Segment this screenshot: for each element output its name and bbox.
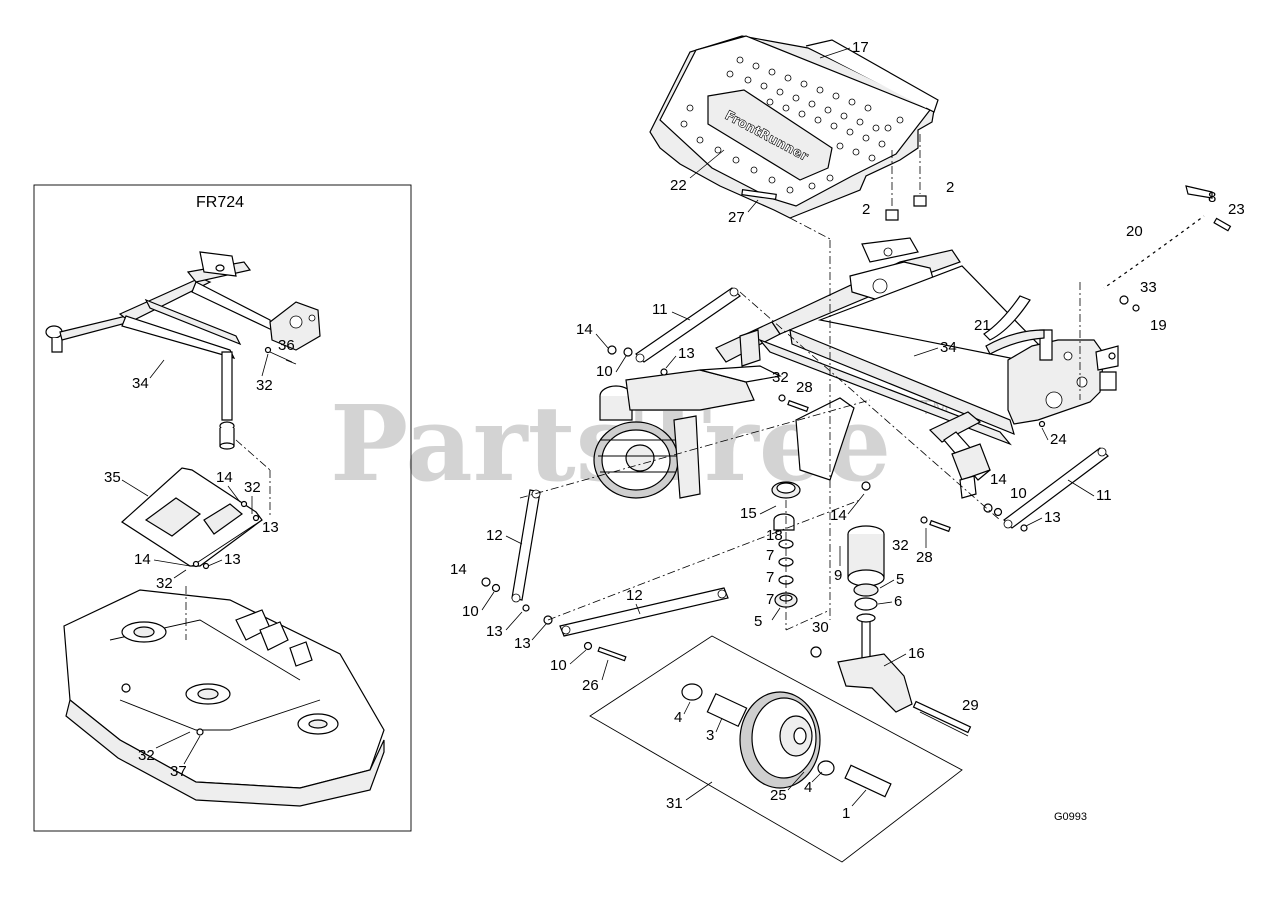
callout-13c: 13 xyxy=(486,623,503,640)
callout-10c: 10 xyxy=(462,603,479,620)
foot-plate-holes xyxy=(680,56,904,194)
left-caster-assembly xyxy=(593,365,871,499)
callout-14a: 14 xyxy=(576,321,593,338)
callout-5b: 5 xyxy=(754,613,762,630)
center-bearing-stack xyxy=(773,500,831,631)
callout-15: 15 xyxy=(740,505,757,522)
callout-25: 25 xyxy=(770,787,787,804)
inset-callout-37: 37 xyxy=(170,763,187,780)
callout-14c: 14 xyxy=(830,507,847,524)
callout-34: 34 xyxy=(940,339,957,356)
callout-30: 30 xyxy=(812,619,829,636)
callout-4b: 4 xyxy=(804,779,812,796)
callout-32a: 32 xyxy=(772,369,789,386)
callout-22: 22 xyxy=(670,177,687,194)
foot-plate: FrontRunner xyxy=(649,35,939,241)
inset-fr724: FR724 xyxy=(33,184,412,832)
inset-title: FR724 xyxy=(196,194,244,211)
callout-7a: 7 xyxy=(766,547,774,564)
right-caster-assembly xyxy=(589,525,972,863)
callout-3: 3 xyxy=(706,727,714,744)
inset-callout-14b: 14 xyxy=(134,551,151,568)
inset-bracket-plate xyxy=(121,439,271,570)
chain-assembly xyxy=(1103,185,1232,312)
inset-callout-35: 35 xyxy=(104,469,121,486)
callout-10d: 10 xyxy=(550,657,567,674)
callout-7b: 7 xyxy=(766,569,774,586)
inset-callout-13b: 13 xyxy=(224,551,241,568)
inset-callout-36: 36 xyxy=(278,337,295,354)
callout-23: 23 xyxy=(1228,201,1245,218)
inset-callout-32b: 32 xyxy=(244,479,261,496)
main-frame xyxy=(715,237,1119,499)
callout-12a: 12 xyxy=(486,527,503,544)
callout-7c: 7 xyxy=(766,591,774,608)
callout-29: 29 xyxy=(962,697,979,714)
callout-31: 31 xyxy=(666,795,683,812)
inset-callout-34: 34 xyxy=(132,375,149,392)
callout-28a: 28 xyxy=(796,379,813,396)
callout-24: 24 xyxy=(1050,431,1067,448)
figure-code: G0993 xyxy=(1054,811,1087,823)
callout-26: 26 xyxy=(582,677,599,694)
callout-4a: 4 xyxy=(674,709,682,726)
callout-32b: 32 xyxy=(892,537,909,554)
callout-19: 19 xyxy=(1150,317,1167,334)
inset-frame xyxy=(33,184,412,832)
inset-front-frame xyxy=(45,251,321,450)
inset-callout-32d: 32 xyxy=(138,747,155,764)
inset-callout-32a: 32 xyxy=(256,377,273,394)
callout-18: 18 xyxy=(766,527,783,544)
callout-13d: 13 xyxy=(514,635,531,652)
callout-20: 20 xyxy=(1126,223,1143,240)
callout-13a: 13 xyxy=(678,345,695,362)
inset-callout-14a: 14 xyxy=(216,469,233,486)
callout-21: 21 xyxy=(974,317,991,334)
callout-14b: 14 xyxy=(990,471,1007,488)
callout-2a: 2 xyxy=(862,201,870,218)
callout-6: 6 xyxy=(894,593,902,610)
callout-2b: 2 xyxy=(946,179,954,196)
linkage-arms xyxy=(481,240,1109,662)
callout-9: 9 xyxy=(834,567,842,584)
callout-11a: 11 xyxy=(652,301,668,318)
pin-27 xyxy=(741,188,777,201)
callout-5a: 5 xyxy=(896,571,904,588)
callout-28b: 28 xyxy=(916,549,933,566)
callout-13b: 13 xyxy=(1044,509,1061,526)
callout-11b: 11 xyxy=(1096,487,1112,504)
callout-12b: 12 xyxy=(626,587,643,604)
inset-callout-13a: 13 xyxy=(262,519,279,536)
inset-mower-deck xyxy=(63,586,385,807)
inset-callout-32c: 32 xyxy=(156,575,173,592)
callout-14d: 14 xyxy=(450,561,467,578)
callout-10b: 10 xyxy=(1010,485,1027,502)
callouts: 17 22 27 2 2 8 23 20 33 19 21 34 11 14 1… xyxy=(104,39,1245,822)
callout-16: 16 xyxy=(908,645,925,662)
callout-17: 17 xyxy=(852,39,869,56)
callout-27: 27 xyxy=(728,209,745,226)
callout-33: 33 xyxy=(1140,279,1157,296)
callout-1: 1 xyxy=(842,805,850,822)
callout-10a: 10 xyxy=(596,363,613,380)
callout-8: 8 xyxy=(1208,189,1216,206)
